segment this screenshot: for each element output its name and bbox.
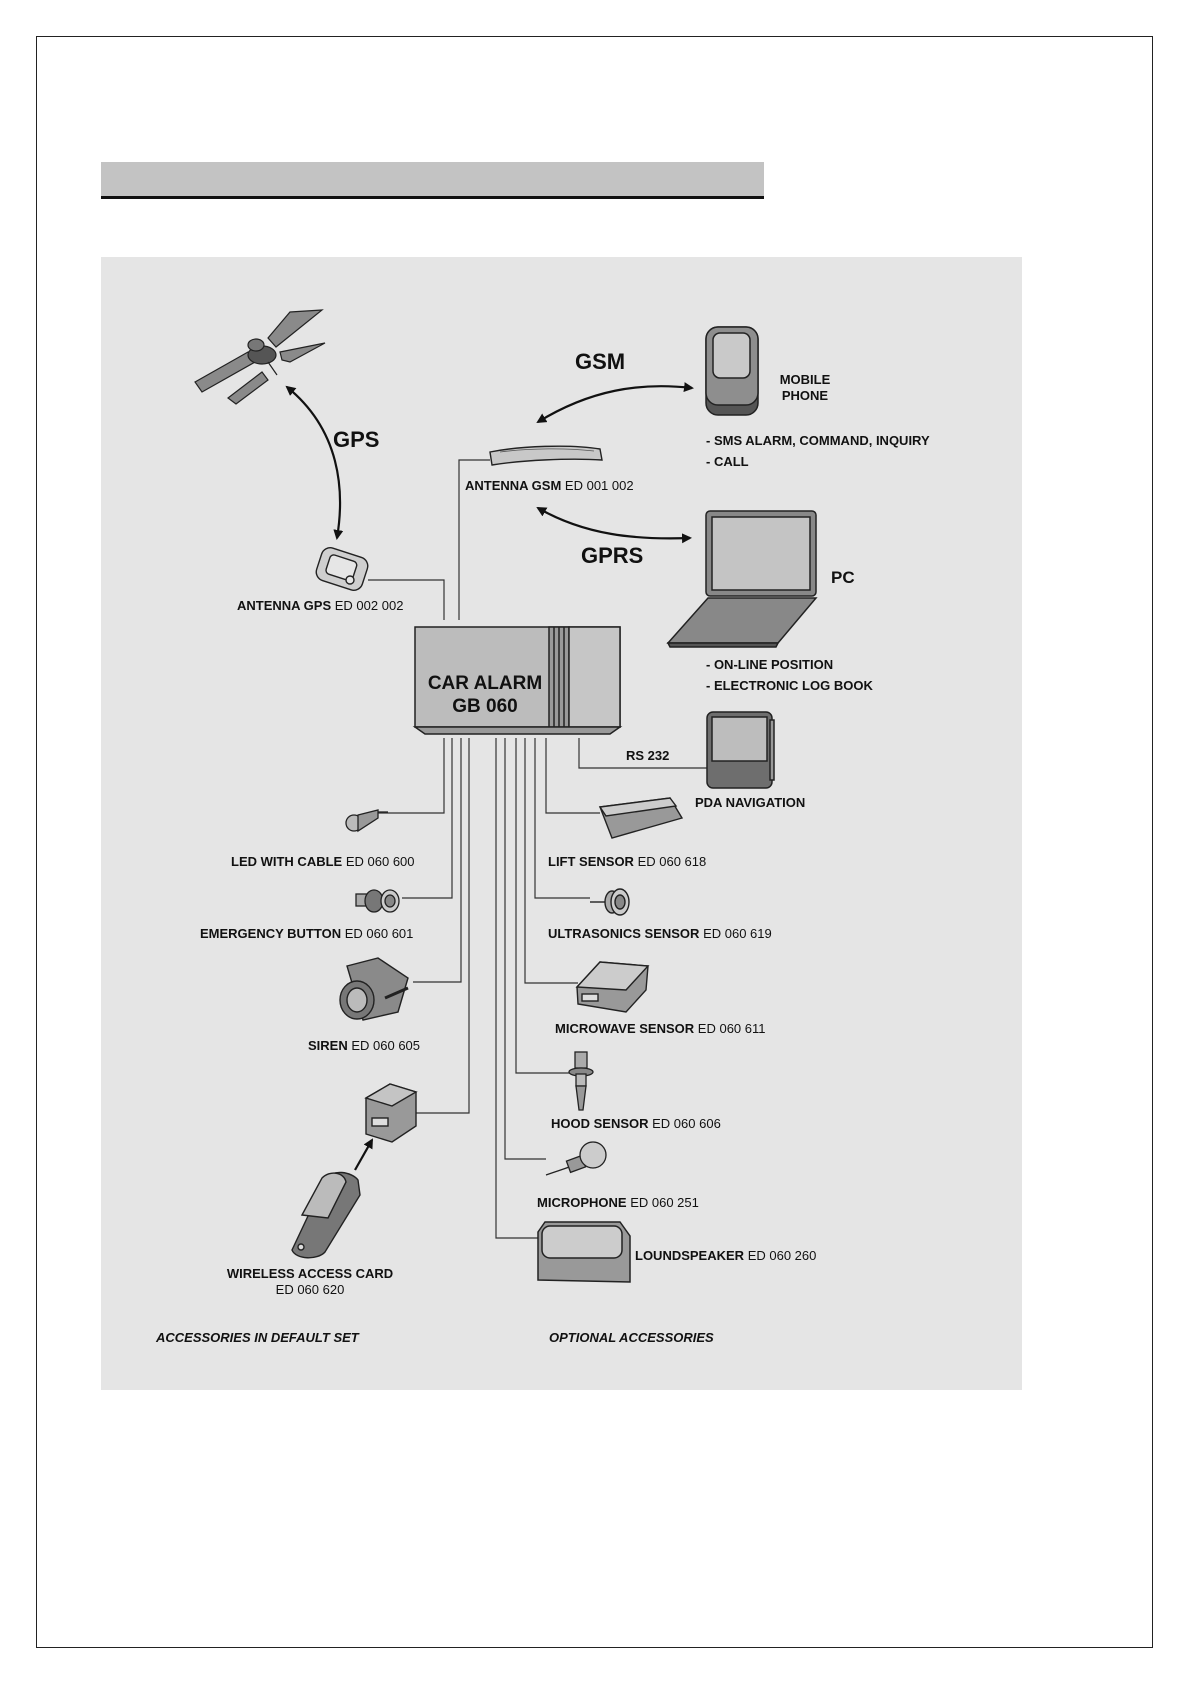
wire-hood bbox=[515, 738, 570, 1074]
mobile-phone-features: - SMS ALARM, COMMAND, INQUIRY - CALL bbox=[706, 430, 930, 472]
loudspeaker-code: ED 060 260 bbox=[747, 1248, 817, 1263]
emergency-button-code: ED 060 601 bbox=[344, 926, 414, 941]
microphone-label: MICROPHONE ED 060 251 bbox=[537, 1195, 699, 1211]
loudspeaker-icon bbox=[537, 1221, 631, 1283]
led-name: LED WITH CABLE bbox=[231, 854, 343, 869]
microphone-name: MICROPHONE bbox=[537, 1195, 627, 1210]
siren-code: ED 060 605 bbox=[351, 1038, 421, 1053]
wire-emergency bbox=[402, 738, 453, 899]
central-unit-line2: GB 060 bbox=[452, 696, 518, 717]
optional-caption: OPTIONAL ACCESSORIES bbox=[549, 1330, 714, 1345]
lift-sensor-icon bbox=[598, 797, 684, 839]
wire-wireless bbox=[414, 738, 470, 1114]
default-set-caption: ACCESSORIES IN DEFAULT SET bbox=[156, 1330, 359, 1345]
microwave-sensor-code: ED 060 611 bbox=[697, 1021, 766, 1036]
led-label: LED WITH CABLE ED 060 600 bbox=[231, 854, 415, 870]
wireless-receiver-icon bbox=[364, 1083, 418, 1143]
microphone-icon bbox=[545, 1141, 607, 1176]
ultrasonic-sensor-label: ULTRASONICS SENSOR ED 060 619 bbox=[548, 926, 772, 942]
gsm-link-label: GSM bbox=[575, 349, 626, 374]
antenna-gps-code: ED 002 002 bbox=[334, 598, 404, 613]
antenna-gps-name: ANTENNA GPS bbox=[237, 598, 332, 613]
wire-microwave bbox=[524, 738, 578, 984]
antenna-gsm-code: ED 001 002 bbox=[564, 478, 634, 493]
microwave-sensor-icon bbox=[575, 961, 650, 1013]
antenna-gsm-icon bbox=[489, 445, 603, 466]
emergency-button-name: EMERGENCY BUTTON bbox=[200, 926, 342, 941]
led-icon bbox=[345, 809, 388, 833]
wireless-card-code: ED 060 620 bbox=[275, 1282, 345, 1297]
led-code: ED 060 600 bbox=[345, 854, 415, 869]
mobile-feature-item: - SMS ALARM, COMMAND, INQUIRY bbox=[706, 433, 930, 448]
hood-sensor-name: HOOD SENSOR bbox=[551, 1116, 649, 1131]
rs232-label: RS 232 bbox=[626, 748, 670, 763]
gsm-arrow bbox=[536, 382, 694, 424]
antenna-gps-icon bbox=[315, 547, 369, 591]
wire-microphone bbox=[504, 738, 546, 1160]
emergency-button-icon bbox=[355, 889, 400, 913]
microwave-sensor-label: MICROWAVE SENSOR ED 060 611 bbox=[555, 1021, 766, 1037]
ultrasonic-sensor-icon bbox=[590, 888, 630, 916]
section-header-bar bbox=[101, 162, 764, 199]
emergency-button-label: EMERGENCY BUTTON ED 060 601 bbox=[200, 926, 413, 942]
wireless-card-label: WIRELESS ACCESS CARD ED 060 620 bbox=[215, 1266, 405, 1298]
loudspeaker-label: LOUNDSPEAKER ED 060 260 bbox=[635, 1248, 816, 1264]
antenna-gsm-label: ANTENNA GSM ED 001 002 bbox=[465, 478, 634, 494]
wireless-card-name: WIRELESS ACCESS CARD bbox=[226, 1266, 394, 1281]
siren-name: SIREN bbox=[308, 1038, 348, 1053]
connection-lines bbox=[368, 459, 707, 1239]
mobile-phone-line1: MOBILE bbox=[779, 372, 831, 387]
hood-sensor-icon bbox=[568, 1051, 594, 1111]
central-unit-line1: CAR ALARM bbox=[427, 673, 543, 694]
mobile-feature-item: - CALL bbox=[706, 454, 749, 469]
pda-icon bbox=[706, 711, 775, 789]
central-unit-label: CAR ALARM GB 060 bbox=[415, 672, 555, 718]
pc-feature-item: - ELECTRONIC LOG BOOK bbox=[706, 678, 873, 693]
microwave-sensor-name: MICROWAVE SENSOR bbox=[555, 1021, 695, 1036]
gps-link-label: GPS bbox=[333, 427, 380, 452]
pc-feature-item: - ON-LINE POSITION bbox=[706, 657, 834, 672]
hood-sensor-label: HOOD SENSOR ED 060 606 bbox=[551, 1116, 721, 1132]
card-arrow bbox=[354, 1138, 373, 1171]
wire-antenna-gps bbox=[368, 579, 445, 620]
lift-sensor-name: LIFT SENSOR bbox=[548, 854, 634, 869]
pc-features: - ON-LINE POSITION - ELECTRONIC LOG BOOK bbox=[706, 654, 873, 696]
wireless-arrows bbox=[285, 382, 694, 1171]
gprs-arrow bbox=[536, 507, 692, 544]
mobile-phone-label: MOBILE PHONE bbox=[770, 372, 840, 404]
wire-siren bbox=[413, 738, 462, 983]
laptop-icon bbox=[666, 510, 818, 648]
ultrasonic-sensor-code: ED 060 619 bbox=[703, 926, 772, 941]
mobile-phone-icon bbox=[705, 326, 759, 416]
wire-led bbox=[377, 738, 445, 814]
car-alarm-unit bbox=[412, 626, 623, 735]
siren-icon bbox=[339, 957, 409, 1021]
ultrasonic-sensor-name: ULTRASONICS SENSOR bbox=[548, 926, 700, 941]
antenna-gsm-name: ANTENNA GSM bbox=[465, 478, 562, 493]
wire-pda-rs232 bbox=[578, 738, 707, 769]
siren-label: SIREN ED 060 605 bbox=[308, 1038, 420, 1054]
wire-loudspeaker bbox=[495, 738, 538, 1239]
satellite-icon bbox=[194, 309, 326, 405]
wire-ultrasonic bbox=[534, 738, 590, 899]
page-frame bbox=[36, 36, 1153, 1648]
mobile-phone-line2: PHONE bbox=[781, 388, 829, 403]
wireless-card-icon bbox=[291, 1171, 361, 1259]
gps-arrow bbox=[285, 385, 344, 540]
pda-label: PDA NAVIGATION bbox=[695, 795, 806, 810]
lift-sensor-label: LIFT SENSOR ED 060 618 bbox=[548, 854, 706, 870]
hood-sensor-code: ED 060 606 bbox=[652, 1116, 721, 1131]
microphone-code: ED 060 251 bbox=[630, 1195, 699, 1210]
gprs-link-label: GPRS bbox=[581, 543, 644, 568]
lift-sensor-code: ED 060 618 bbox=[637, 854, 707, 869]
pc-label: PC bbox=[831, 568, 855, 587]
wire-lift bbox=[545, 738, 600, 814]
wire-antenna-gsm bbox=[458, 459, 490, 620]
loudspeaker-name: LOUNDSPEAKER bbox=[635, 1248, 745, 1263]
antenna-gps-label: ANTENNA GPS ED 002 002 bbox=[237, 598, 403, 614]
